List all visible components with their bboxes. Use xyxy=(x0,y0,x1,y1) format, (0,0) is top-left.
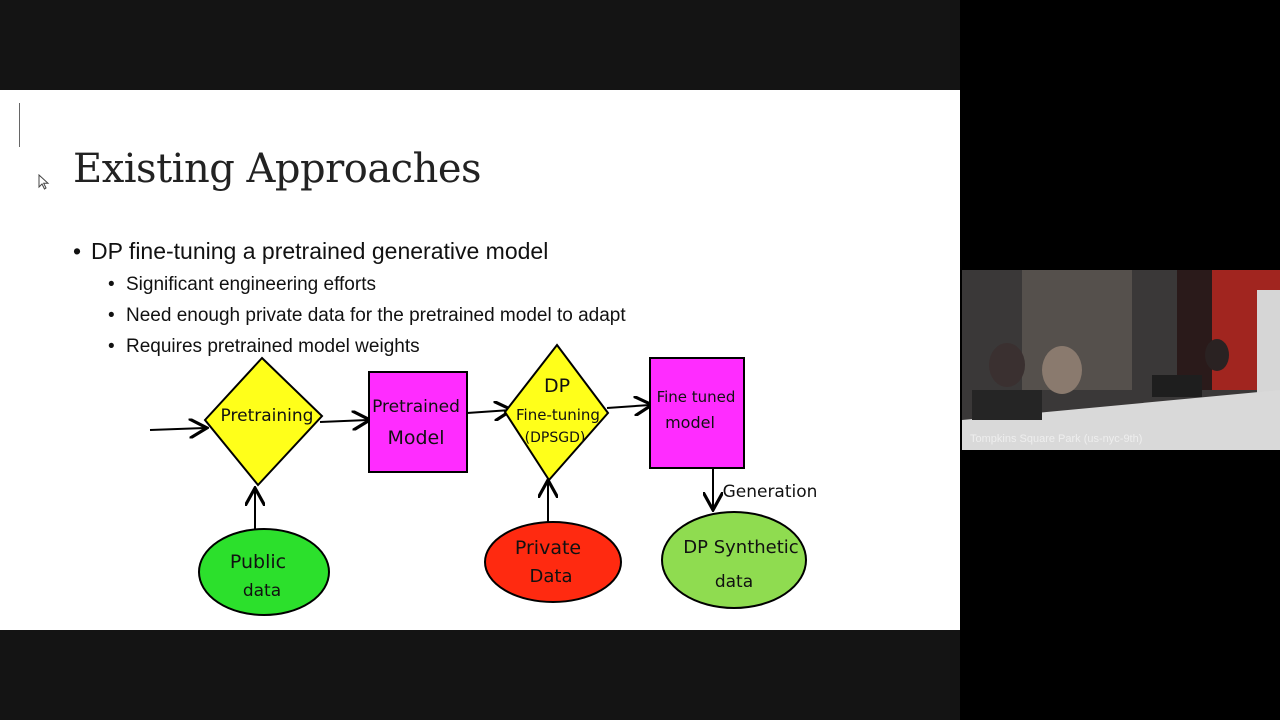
synthetic-label-1: DP Synthetic xyxy=(683,537,798,558)
dp-label: DP xyxy=(544,375,570,397)
input-arrow xyxy=(149,428,205,430)
main-bullet-text: DP fine-tuning a pretrained generative m… xyxy=(91,238,549,264)
pretrained-model-label-2: Model xyxy=(387,427,444,449)
text-caret xyxy=(19,103,20,147)
pretraining-diamond-fill xyxy=(203,356,324,487)
video-location-label: Tompkins Square Park (us-nyc-9th) xyxy=(970,433,1143,445)
finetuning-label: Fine-tuning xyxy=(516,406,600,424)
bottom-letterbox xyxy=(0,630,960,720)
public-label-2: data xyxy=(243,581,281,601)
pipeline-diagram: Pretraining Pretrained Model DP Fine-tun… xyxy=(149,343,818,616)
sub-bullet: •Requires pretrained model weights xyxy=(108,336,420,357)
finetuned-label-2: model xyxy=(665,413,715,432)
public-data-ellipse xyxy=(198,528,330,616)
pretraining-label: Pretraining xyxy=(221,406,314,426)
mouse-cursor-icon xyxy=(38,174,50,190)
dpsgd-label: (DPSGD) xyxy=(525,430,586,446)
sub-bullet-text: Requires pretrained model weights xyxy=(126,336,420,357)
top-letterbox xyxy=(0,0,960,90)
sub-bullet: •Need enough private data for the pretra… xyxy=(108,305,626,326)
finetuned-model-box xyxy=(649,357,745,469)
video-tile[interactable]: Tompkins Square Park (us-nyc-9th) xyxy=(962,270,1280,450)
generation-label: Generation xyxy=(723,482,818,502)
arrow-model-to-finetuning xyxy=(466,410,510,413)
private-label-2: Data xyxy=(530,566,573,587)
pretraining-node xyxy=(203,356,324,487)
presentation-slide: Existing Approaches •DP fine-tuning a pr… xyxy=(0,90,960,630)
pretrained-model-box xyxy=(368,371,468,473)
finetuned-label-1: Fine tuned xyxy=(657,388,736,406)
video-feed xyxy=(962,270,1280,450)
synthetic-data-ellipse xyxy=(661,511,807,609)
main-bullet: •DP fine-tuning a pretrained generative … xyxy=(73,238,549,264)
public-label-1: Public xyxy=(230,551,286,573)
slide-title: Existing Approaches xyxy=(73,146,482,192)
pretrained-model-label-1: Pretrained xyxy=(372,397,460,417)
arrow-finetuning-to-finetuned xyxy=(606,405,650,408)
synthetic-label-2: data xyxy=(715,572,753,592)
arrow-pretraining-to-model xyxy=(319,420,368,422)
private-data-ellipse xyxy=(484,521,622,603)
sub-bullet-text: Significant engineering efforts xyxy=(126,274,376,295)
dp-finetuning-diamond xyxy=(503,343,610,482)
sub-bullet: •Significant engineering efforts xyxy=(108,274,376,295)
private-label-1: Private xyxy=(515,537,581,559)
sub-bullet-text: Need enough private data for the pretrai… xyxy=(126,305,626,326)
